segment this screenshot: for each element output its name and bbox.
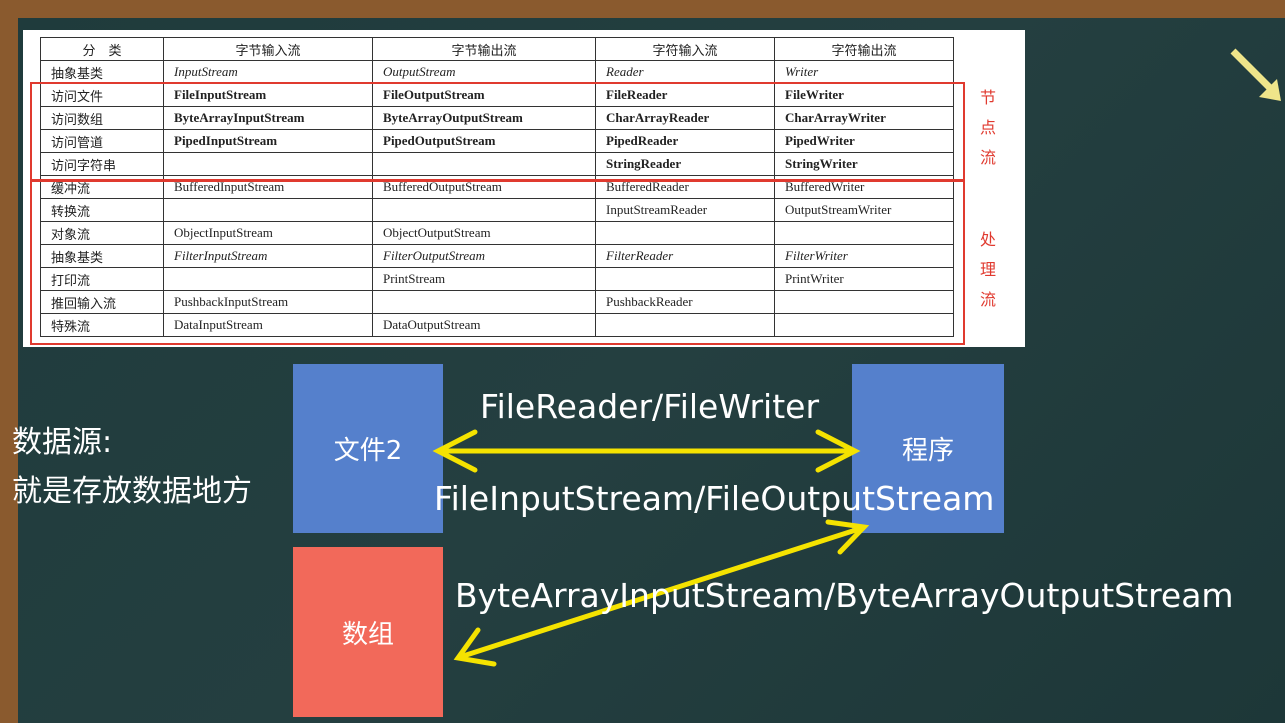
table-cell: FilterInputStream — [163, 244, 373, 268]
table-cell: CharArrayReader — [595, 106, 775, 130]
column-header: 字符输入流 — [595, 37, 775, 61]
table-cell — [163, 152, 373, 176]
table-cell: 访问字符串 — [40, 152, 164, 176]
table-cell: StringWriter — [774, 152, 954, 176]
table-header-row: 分 类字节输入流字节输出流字符输入流字符输出流 — [40, 37, 954, 61]
table-cell: FileInputStream — [163, 83, 373, 107]
column-header: 字符输出流 — [774, 37, 954, 61]
table-cell: Reader — [595, 60, 775, 84]
table-cell — [774, 313, 954, 337]
node-stream-label: 节点流 — [980, 88, 997, 167]
processing-stream-label: 处理流 — [980, 230, 997, 309]
column-header: 字节输入流 — [163, 37, 373, 61]
processing-stream-highlight — [30, 179, 965, 345]
table-cell: 推回输入流 — [40, 290, 164, 314]
table-cell — [163, 198, 373, 222]
table-cell — [163, 267, 373, 291]
table-cell: 访问数组 — [40, 106, 164, 130]
byte-array-stream-label: ByteArrayInputStream/ByteArrayOutputStre… — [455, 576, 1234, 615]
table-cell: 转换流 — [40, 198, 164, 222]
table-cell: PipedInputStream — [163, 129, 373, 153]
table-cell: DataOutputStream — [372, 313, 596, 337]
table-cell — [595, 267, 775, 291]
table-cell: InputStreamReader — [595, 198, 775, 222]
table-cell — [595, 313, 775, 337]
table-cell — [774, 221, 954, 245]
data-source-title: 数据源: — [12, 425, 113, 460]
table-cell: FileReader — [595, 83, 775, 107]
table-cell: FileWriter — [774, 83, 954, 107]
table-cell: OutputStreamWriter — [774, 198, 954, 222]
file-program-arrow — [432, 429, 861, 473]
node-stream-highlight — [30, 82, 965, 182]
table-cell: ObjectInputStream — [163, 221, 373, 245]
table-cell: FilterWriter — [774, 244, 954, 268]
input-output-stream-label: FileInputStream/FileOutputStream — [434, 479, 995, 518]
table-cell: PrintWriter — [774, 267, 954, 291]
table-cell — [372, 198, 596, 222]
table-cell: CharArrayWriter — [774, 106, 954, 130]
pointer-arrow-icon — [1230, 48, 1281, 101]
table-cell: FilterOutputStream — [372, 244, 596, 268]
table-cell: ByteArrayInputStream — [163, 106, 373, 130]
table-cell: 抽象基类 — [40, 60, 164, 84]
array-box: 数组 — [293, 547, 443, 717]
program-box: 程序 — [852, 364, 1004, 533]
reader-writer-label: FileReader/FileWriter — [480, 387, 820, 426]
data-source-description: 就是存放数据地方 — [12, 474, 252, 509]
table-cell: DataInputStream — [163, 313, 373, 337]
table-cell: ObjectOutputStream — [372, 221, 596, 245]
table-cell: OutputStream — [372, 60, 596, 84]
table-cell: 访问文件 — [40, 83, 164, 107]
file-box: 文件2 — [293, 364, 443, 533]
table-cell: PrintStream — [372, 267, 596, 291]
array-program-arrow — [453, 519, 870, 667]
table-cell: 访问管道 — [40, 129, 164, 153]
